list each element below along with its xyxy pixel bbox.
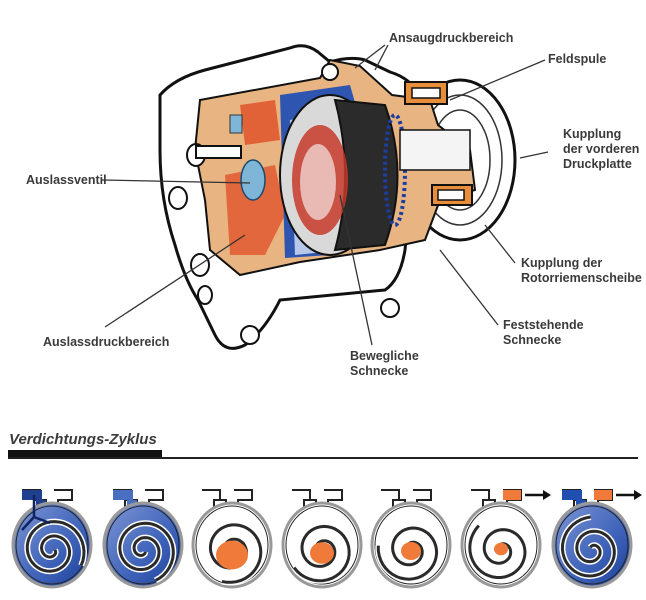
cycle-stage-1 — [11, 489, 93, 589]
scroll-housing — [102, 501, 184, 589]
label-outlet-valve: Auslassventil — [26, 173, 107, 187]
label-moving-scroll: Bewegliche Schnecke — [350, 349, 419, 378]
scroll-housing-inner — [285, 505, 359, 585]
cycle-stage-7 — [551, 489, 642, 589]
moving-scroll-spiral — [468, 524, 527, 579]
moving-scroll-spiral — [118, 521, 175, 582]
label-front-plate-clutch: Kupplung der vorderen Druckplatte — [563, 127, 640, 171]
label-suction-area: Ansaugdruckbereich — [389, 31, 514, 45]
inlet-port-fill — [113, 490, 133, 500]
compressed-gas-pocket — [310, 542, 334, 564]
moving-scroll-spiral — [560, 515, 616, 578]
label-discharge-area: Auslassdruckbereich — [43, 335, 170, 349]
compressed-gas-pocket — [216, 540, 248, 570]
inlet-port-fill — [22, 490, 42, 500]
cycle-stage-2 — [102, 489, 184, 589]
outlet-port-fill — [503, 490, 521, 500]
compressed-gas-pocket — [401, 542, 421, 560]
scroll-housing-inner — [15, 505, 89, 585]
scroll-housing-inner — [464, 505, 538, 585]
scroll-housing-inner — [555, 505, 629, 585]
compressor-cutaway-illustration — [101, 44, 549, 350]
compressed-gas-pocket — [494, 542, 508, 556]
intake-arrow-icon — [21, 495, 51, 531]
housing-bolts — [168, 63, 400, 345]
label-field-coil: Feldspule — [548, 52, 607, 66]
cycle-title: Verdichtungs-Zyklus — [9, 431, 157, 448]
outlet-arrowhead-icon — [634, 490, 642, 500]
discharge-chamber — [225, 165, 285, 255]
outlet-arrowhead-icon — [543, 490, 551, 500]
scroll-housing-inner — [374, 505, 448, 585]
cycle-stage-4 — [281, 489, 363, 589]
label-rotor-pulley-clutch: Kupplung der Rotorriemenscheibe — [521, 256, 642, 285]
inlet-port-fill — [562, 490, 582, 500]
outlet-valve — [240, 159, 266, 201]
label-fixed-scroll: Feststehende Schnecke — [503, 318, 584, 347]
cycle-stage-3 — [191, 489, 273, 589]
leader-lines — [101, 44, 549, 346]
cycle-stage-5 — [370, 489, 452, 589]
scroll-housing-inner — [106, 505, 180, 585]
cycle-stage-6 — [460, 489, 551, 589]
outlet-port-fill — [594, 490, 612, 500]
